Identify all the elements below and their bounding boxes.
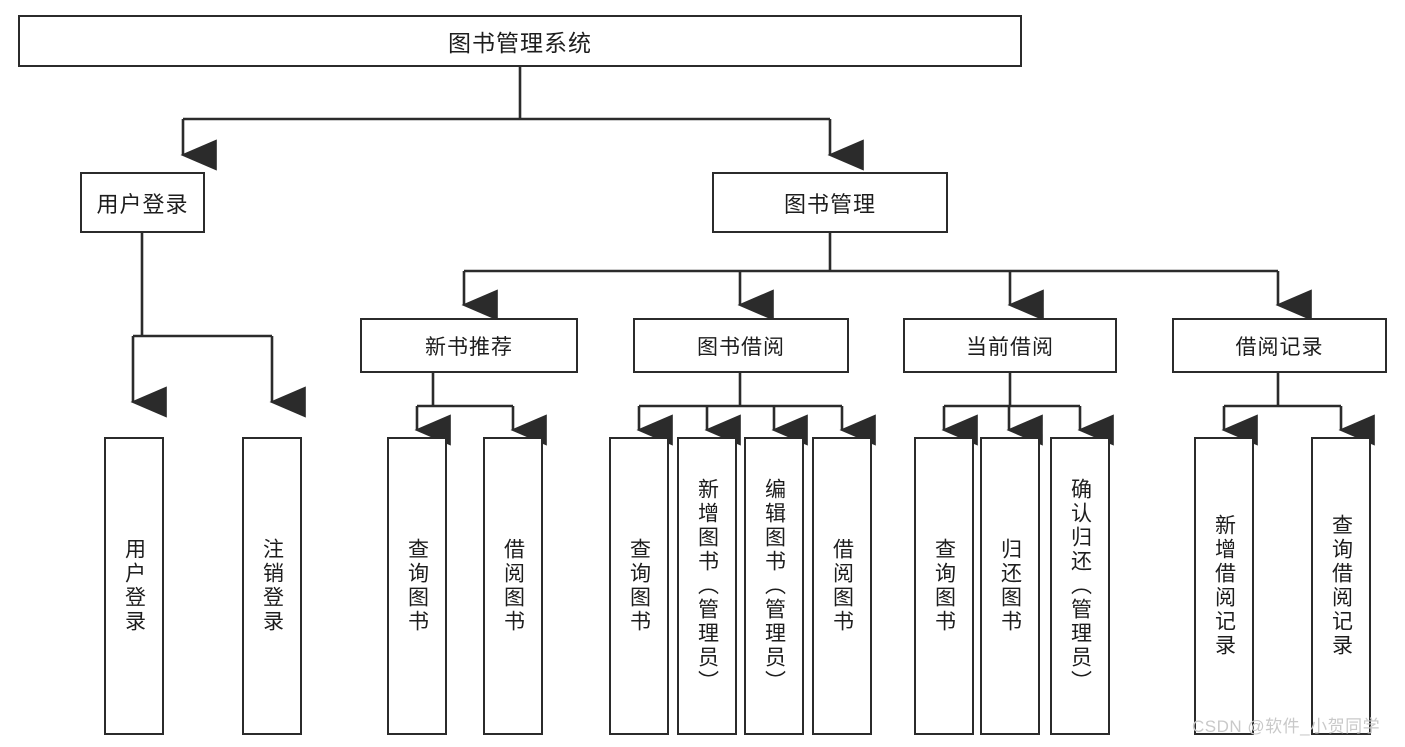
node-leaf-query-book-3-label: 查询图书 — [932, 538, 956, 634]
node-leaf-return-book-label: 归还图书 — [998, 538, 1022, 634]
node-leaf-logout-label: 注销登录 — [260, 538, 284, 634]
node-leaf-logout[interactable]: 注销登录 — [242, 437, 302, 735]
node-leaf-confirm-return-label: 确认归还（管理员） — [1068, 478, 1092, 694]
node-root-label: 图书管理系统 — [448, 30, 592, 56]
node-leaf-query-book-2-label: 查询图书 — [627, 538, 651, 634]
node-leaf-add-record-label: 新增借阅记录 — [1212, 514, 1236, 658]
node-leaf-query-book-3[interactable]: 查询图书 — [914, 437, 974, 735]
node-leaf-borrow-book-1-label: 借阅图书 — [501, 538, 525, 634]
node-user-login-label: 用户登录 — [96, 191, 189, 217]
node-leaf-user-login-label: 用户登录 — [122, 538, 146, 634]
node-borrow-record[interactable]: 借阅记录 — [1172, 318, 1387, 373]
node-leaf-edit-book[interactable]: 编辑图书（管理员） — [744, 437, 804, 735]
node-leaf-query-book-2[interactable]: 查询图书 — [609, 437, 669, 735]
node-book-manage[interactable]: 图书管理 — [712, 172, 948, 233]
node-leaf-query-record-label: 查询借阅记录 — [1329, 514, 1353, 658]
node-leaf-query-book-1-label: 查询图书 — [405, 538, 429, 634]
node-root[interactable]: 图书管理系统 — [18, 15, 1022, 67]
node-current-borrow-label: 当前借阅 — [966, 335, 1054, 359]
node-leaf-borrow-book-1[interactable]: 借阅图书 — [483, 437, 543, 735]
node-book-borrow-label: 图书借阅 — [697, 335, 785, 359]
csdn-watermark: CSDN @软件_小贺同学 — [1192, 717, 1381, 736]
node-leaf-edit-book-label: 编辑图书（管理员） — [762, 478, 786, 694]
node-book-manage-label: 图书管理 — [783, 191, 876, 217]
node-leaf-query-record[interactable]: 查询借阅记录 — [1311, 437, 1371, 735]
node-leaf-add-book-label: 新增图书（管理员） — [695, 478, 719, 694]
node-borrow-record-label: 借阅记录 — [1235, 335, 1324, 359]
node-leaf-add-record[interactable]: 新增借阅记录 — [1194, 437, 1254, 735]
node-leaf-return-book[interactable]: 归还图书 — [980, 437, 1040, 735]
node-leaf-user-login[interactable]: 用户登录 — [104, 437, 164, 735]
node-new-book-rec-label: 新书推荐 — [425, 335, 513, 359]
node-current-borrow[interactable]: 当前借阅 — [903, 318, 1117, 373]
node-new-book-rec[interactable]: 新书推荐 — [360, 318, 578, 373]
node-leaf-add-book[interactable]: 新增图书（管理员） — [677, 437, 737, 735]
node-leaf-borrow-book-2[interactable]: 借阅图书 — [812, 437, 872, 735]
node-book-borrow[interactable]: 图书借阅 — [633, 318, 849, 373]
node-leaf-query-book-1[interactable]: 查询图书 — [387, 437, 447, 735]
node-leaf-borrow-book-2-label: 借阅图书 — [830, 538, 854, 634]
node-user-login[interactable]: 用户登录 — [80, 172, 205, 233]
node-leaf-confirm-return[interactable]: 确认归还（管理员） — [1050, 437, 1110, 735]
